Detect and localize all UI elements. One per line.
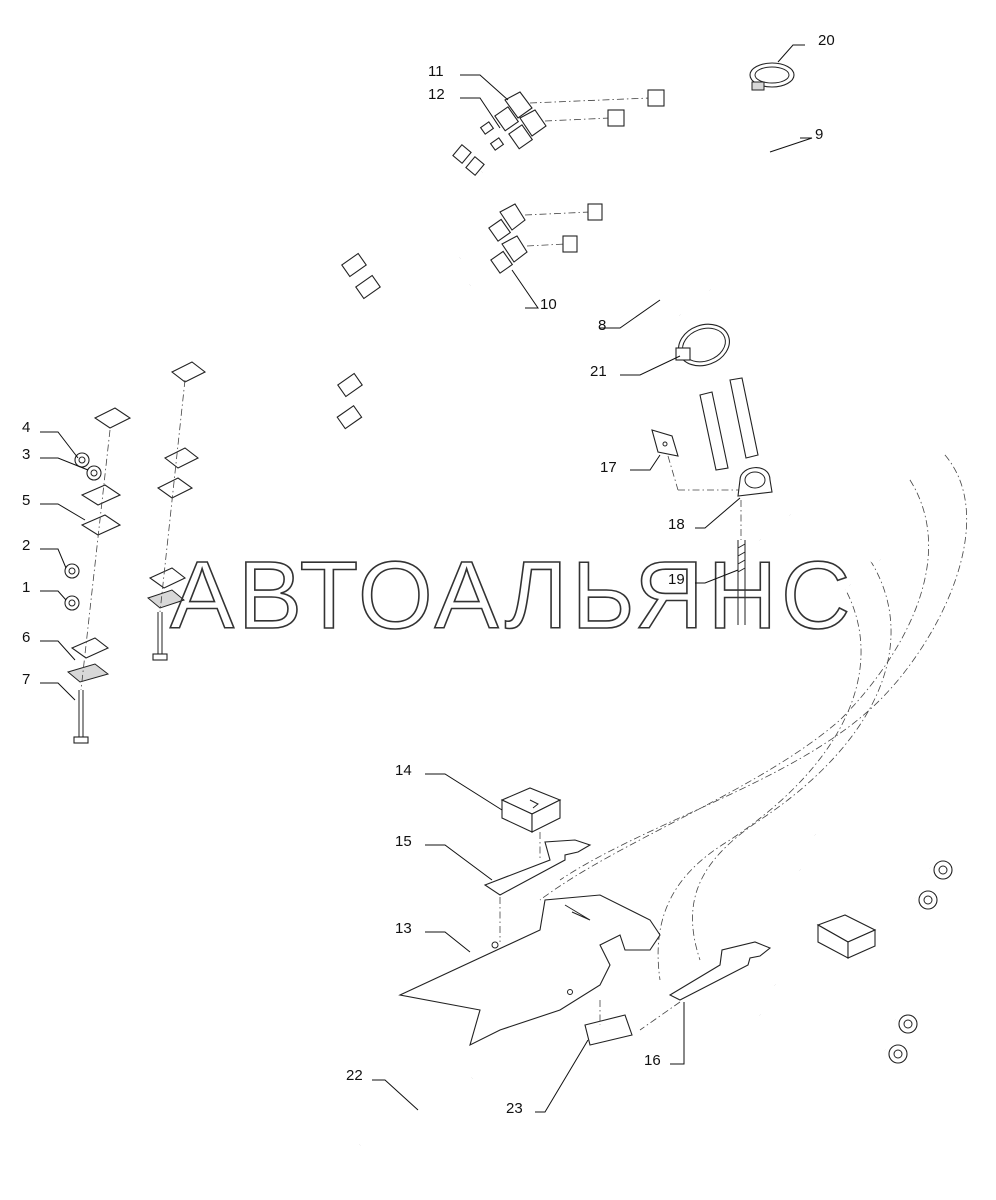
clamp-plate-17	[651, 429, 740, 491]
rubber-pad-23	[584, 1000, 633, 1046]
watermark-text: АВТОАЛЬЯНС	[170, 542, 854, 649]
callout-7: 7	[22, 671, 30, 688]
callout-21: 21	[590, 363, 607, 380]
callout-18: 18	[668, 516, 685, 533]
callout-8: 8	[598, 317, 606, 334]
callout-5: 5	[22, 492, 30, 509]
clamp-stack-right	[146, 361, 207, 661]
spacer-block-right	[816, 914, 877, 959]
bolt-19	[737, 540, 746, 625]
callout-20: 20	[818, 32, 835, 49]
block-14	[500, 787, 562, 860]
bracket-16	[639, 941, 772, 1031]
callout-4: 4	[22, 419, 30, 436]
callout-1: 1	[22, 579, 30, 596]
callout-15: 15	[395, 833, 412, 850]
lower-right-hoses	[755, 831, 953, 1064]
callout-16: 16	[644, 1052, 661, 1069]
callout-23: 23	[506, 1100, 523, 1117]
p-clip-18	[737, 467, 773, 540]
callout-22: 22	[346, 1067, 363, 1084]
clamp-stack-left	[66, 407, 132, 744]
upper-pipe-pair	[78, 144, 485, 475]
callout-2: 2	[22, 537, 30, 554]
hose-8	[562, 203, 717, 319]
callout-leaders	[40, 44, 813, 1113]
callout-10: 10	[540, 296, 557, 313]
callout-11: 11	[428, 63, 444, 80]
callout-14: 14	[395, 762, 412, 779]
callout-9: 9	[815, 126, 823, 143]
callout-labels: 1 2 3 4 5 6 7 8 9 10 11 12 13 14 15 16 1…	[22, 32, 835, 1117]
callout-12: 12	[428, 86, 445, 103]
long-hose-9	[607, 89, 949, 486]
pipe-end-fittings	[64, 452, 102, 611]
callout-13: 13	[395, 920, 412, 937]
hose-cutaway-segments	[699, 377, 885, 591]
callout-19: 19	[668, 571, 685, 588]
hose-clamp-21	[675, 323, 730, 367]
bracket-15	[483, 839, 592, 942]
callout-3: 3	[22, 446, 30, 463]
callout-17: 17	[600, 459, 617, 476]
hose-clamp-20	[749, 62, 795, 91]
rod-22	[357, 1073, 475, 1150]
callout-6: 6	[22, 629, 30, 646]
lower-pipe-pair	[68, 255, 473, 605]
elbow-fittings	[479, 91, 651, 274]
dashed-hose-routing	[539, 454, 968, 981]
cover-plate-13	[398, 894, 661, 1047]
